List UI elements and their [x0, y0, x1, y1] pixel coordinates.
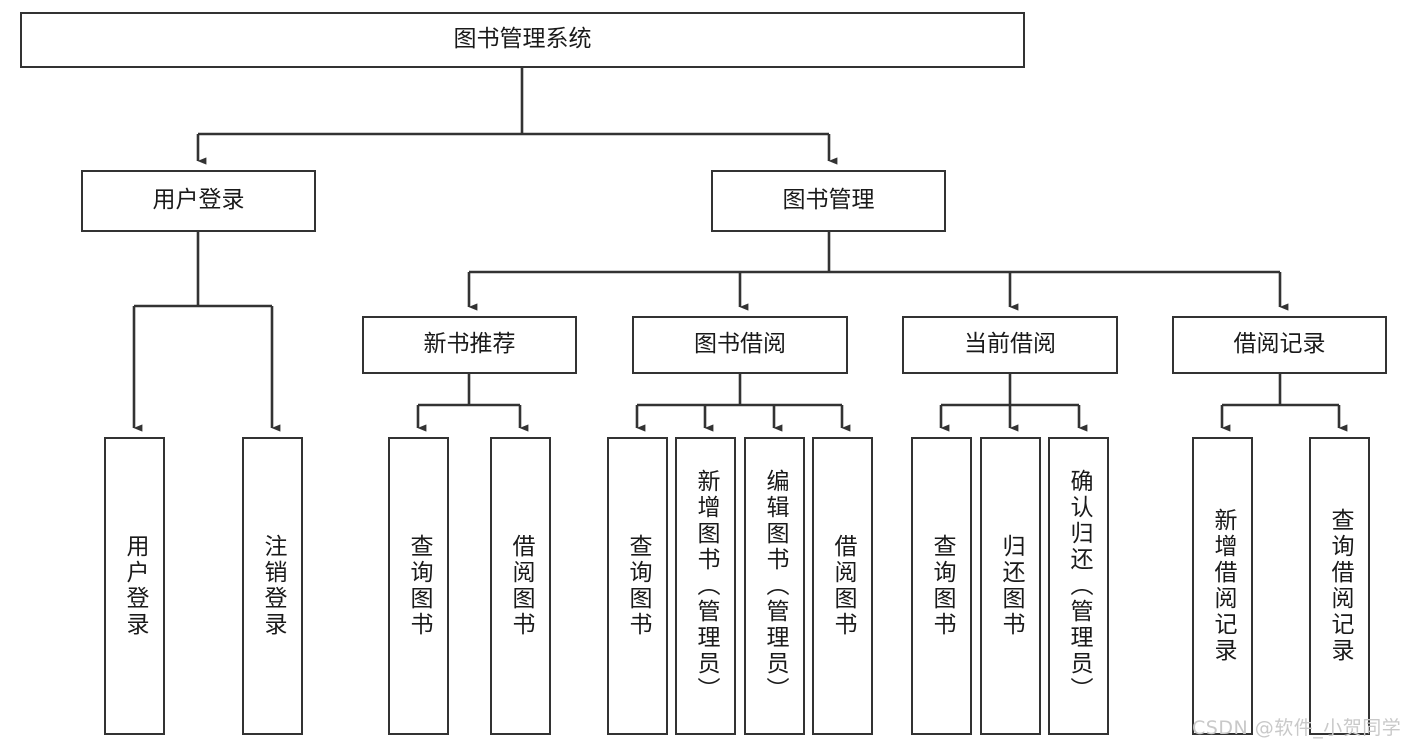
node-root-book-management-system[interactable]: 图书管理系统	[20, 12, 1025, 68]
node-current-borrowing[interactable]: 当前借阅	[902, 316, 1118, 374]
leaf-book-borrow-add-book-admin[interactable]: 新增图书（管理员）	[675, 437, 736, 735]
node-label: 图书管理系统	[453, 26, 592, 53]
leaf-new-book-borrow-books[interactable]: 借阅图书	[490, 437, 551, 735]
node-label: 借阅记录	[1233, 331, 1326, 358]
node-label: 编辑图书（管理员）	[762, 469, 788, 703]
node-label: 查询图书	[625, 534, 651, 638]
node-label: 注销登录	[260, 534, 286, 638]
leaf-new-book-query-books[interactable]: 查询图书	[388, 437, 449, 735]
node-new-book-recommendation[interactable]: 新书推荐	[362, 316, 577, 374]
node-label: 用户登录	[122, 534, 148, 638]
csdn-watermark: CSDN @软件_小贺同学	[1192, 717, 1402, 739]
node-label: 归还图书	[998, 534, 1024, 638]
leaf-user-login-login[interactable]: 用户登录	[104, 437, 165, 735]
node-label: 用户登录	[152, 187, 245, 214]
node-label: 查询图书	[929, 534, 955, 638]
node-label: 确认归还（管理员）	[1066, 469, 1092, 703]
node-book-borrowing[interactable]: 图书借阅	[632, 316, 848, 374]
leaf-book-borrow-query-books[interactable]: 查询图书	[607, 437, 668, 735]
node-label: 图书借阅	[694, 331, 786, 358]
leaf-user-login-logout[interactable]: 注销登录	[242, 437, 303, 735]
node-label: 查询借阅记录	[1327, 508, 1353, 664]
leaf-borrow-record-add-record[interactable]: 新增借阅记录	[1192, 437, 1253, 735]
node-label: 图书管理	[782, 187, 875, 214]
node-label: 查询图书	[406, 534, 432, 638]
leaf-book-borrow-edit-book-admin[interactable]: 编辑图书（管理员）	[744, 437, 805, 735]
leaf-current-borrow-return-books[interactable]: 归还图书	[980, 437, 1041, 735]
node-label: 新增借阅记录	[1210, 508, 1236, 664]
leaf-borrow-record-query-record[interactable]: 查询借阅记录	[1309, 437, 1370, 735]
node-user-login[interactable]: 用户登录	[81, 170, 316, 232]
node-borrowing-record[interactable]: 借阅记录	[1172, 316, 1387, 374]
node-book-management[interactable]: 图书管理	[711, 170, 946, 232]
node-label: 新书推荐	[423, 331, 516, 358]
node-label: 当前借阅	[964, 331, 1056, 358]
node-label: 借阅图书	[508, 534, 534, 638]
leaf-current-borrow-query-books[interactable]: 查询图书	[911, 437, 972, 735]
leaf-current-borrow-confirm-return-admin[interactable]: 确认归还（管理员）	[1048, 437, 1109, 735]
node-label: 新增图书（管理员）	[693, 469, 719, 703]
node-label: 借阅图书	[830, 534, 856, 638]
leaf-book-borrow-borrow-books[interactable]: 借阅图书	[812, 437, 873, 735]
